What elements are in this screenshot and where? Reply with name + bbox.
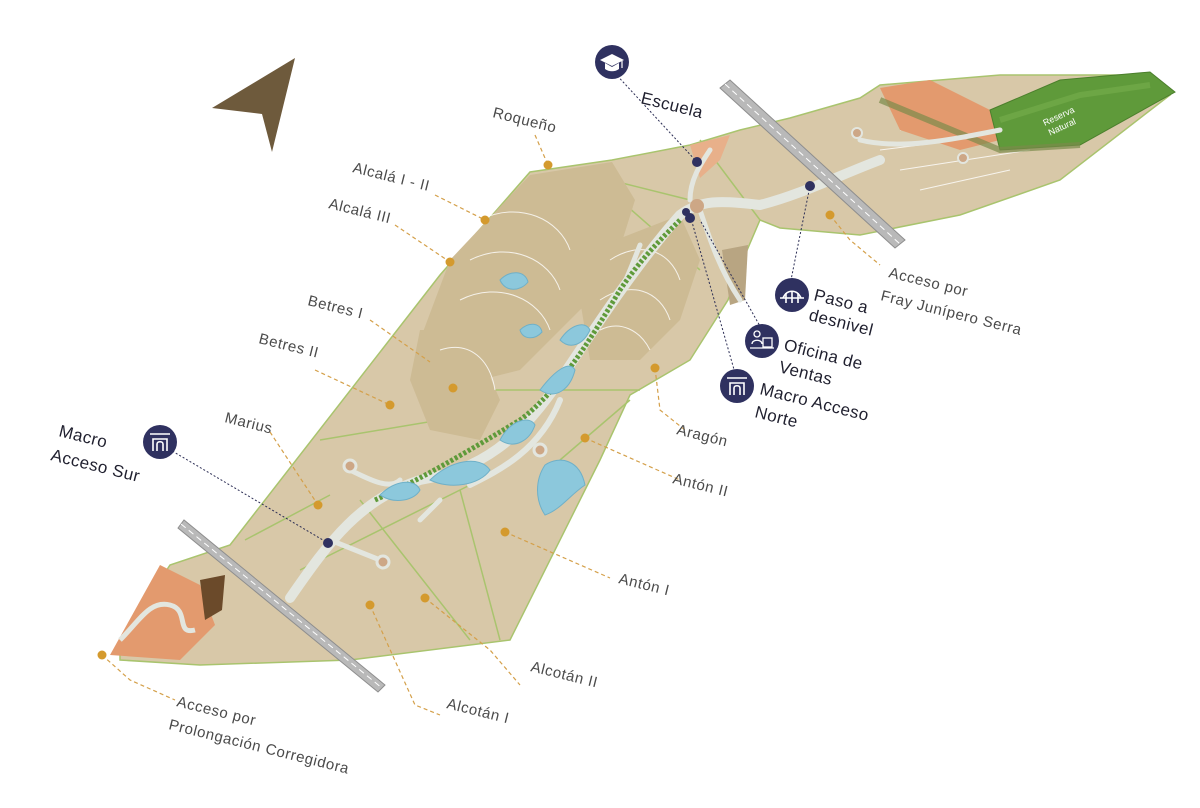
central-park-water	[373, 218, 682, 516]
dark-area-south	[200, 575, 225, 620]
sales-office-icon	[750, 330, 774, 349]
label-marius: Marius	[223, 409, 274, 437]
poi-leaders	[161, 69, 811, 544]
label-betres-i: Betres I	[306, 292, 365, 322]
site-boundary	[119, 74, 1172, 666]
bridge-icon	[780, 290, 804, 303]
label-anton-i: Antón I	[617, 570, 671, 599]
poi-escuela-label: Escuela	[639, 88, 705, 122]
residential-cluster-alcala	[420, 162, 635, 380]
label-access-corregidora-2: Prolongación Corregidora	[167, 716, 351, 777]
highway-south	[118, 519, 386, 693]
residential-cluster-aragon	[580, 215, 700, 360]
label-betres-ii: Betres II	[257, 330, 321, 361]
gray-parcel	[722, 245, 748, 305]
label-aragon: Aragón	[675, 421, 730, 450]
label-anton-ii: Antón II	[671, 470, 730, 500]
orange-area-south	[110, 565, 215, 660]
poi-macro-acceso-sur[interactable]: Macro Acceso Sur	[49, 421, 177, 486]
label-roqueno: Roqueño	[491, 104, 558, 136]
zone-dots	[97, 160, 835, 660]
poi-macro-norte-label-2: Norte	[753, 402, 800, 431]
label-alcala-iii: Alcalá III	[327, 195, 393, 227]
development-area	[119, 74, 1172, 666]
zone-leaders	[101, 134, 881, 716]
label-alcala-i-ii: Alcalá I - II	[351, 159, 431, 195]
poi-escuela[interactable]: Escuela	[595, 45, 705, 122]
compass-letter: N	[234, 121, 251, 140]
label-alcotan-ii: Alcotán II	[529, 658, 600, 691]
poi-points	[323, 157, 815, 548]
poi-macro-sur-label-2: Acceso Sur	[49, 445, 142, 485]
graduation-cap-icon	[600, 54, 624, 72]
highway-north	[719, 79, 906, 249]
green-buffer	[878, 97, 1081, 154]
poi-oficina-ventas[interactable]: Oficina de Ventas	[745, 324, 865, 389]
gate-arch-icon	[150, 433, 170, 451]
gate-arch-icon	[727, 377, 747, 395]
poi-paso-desnivel[interactable]: Paso a desnivel	[775, 278, 875, 340]
label-alcotan-i: Alcotán I	[445, 695, 511, 727]
north-arrow-icon: N	[212, 58, 295, 152]
orange-area-north	[880, 80, 1000, 150]
